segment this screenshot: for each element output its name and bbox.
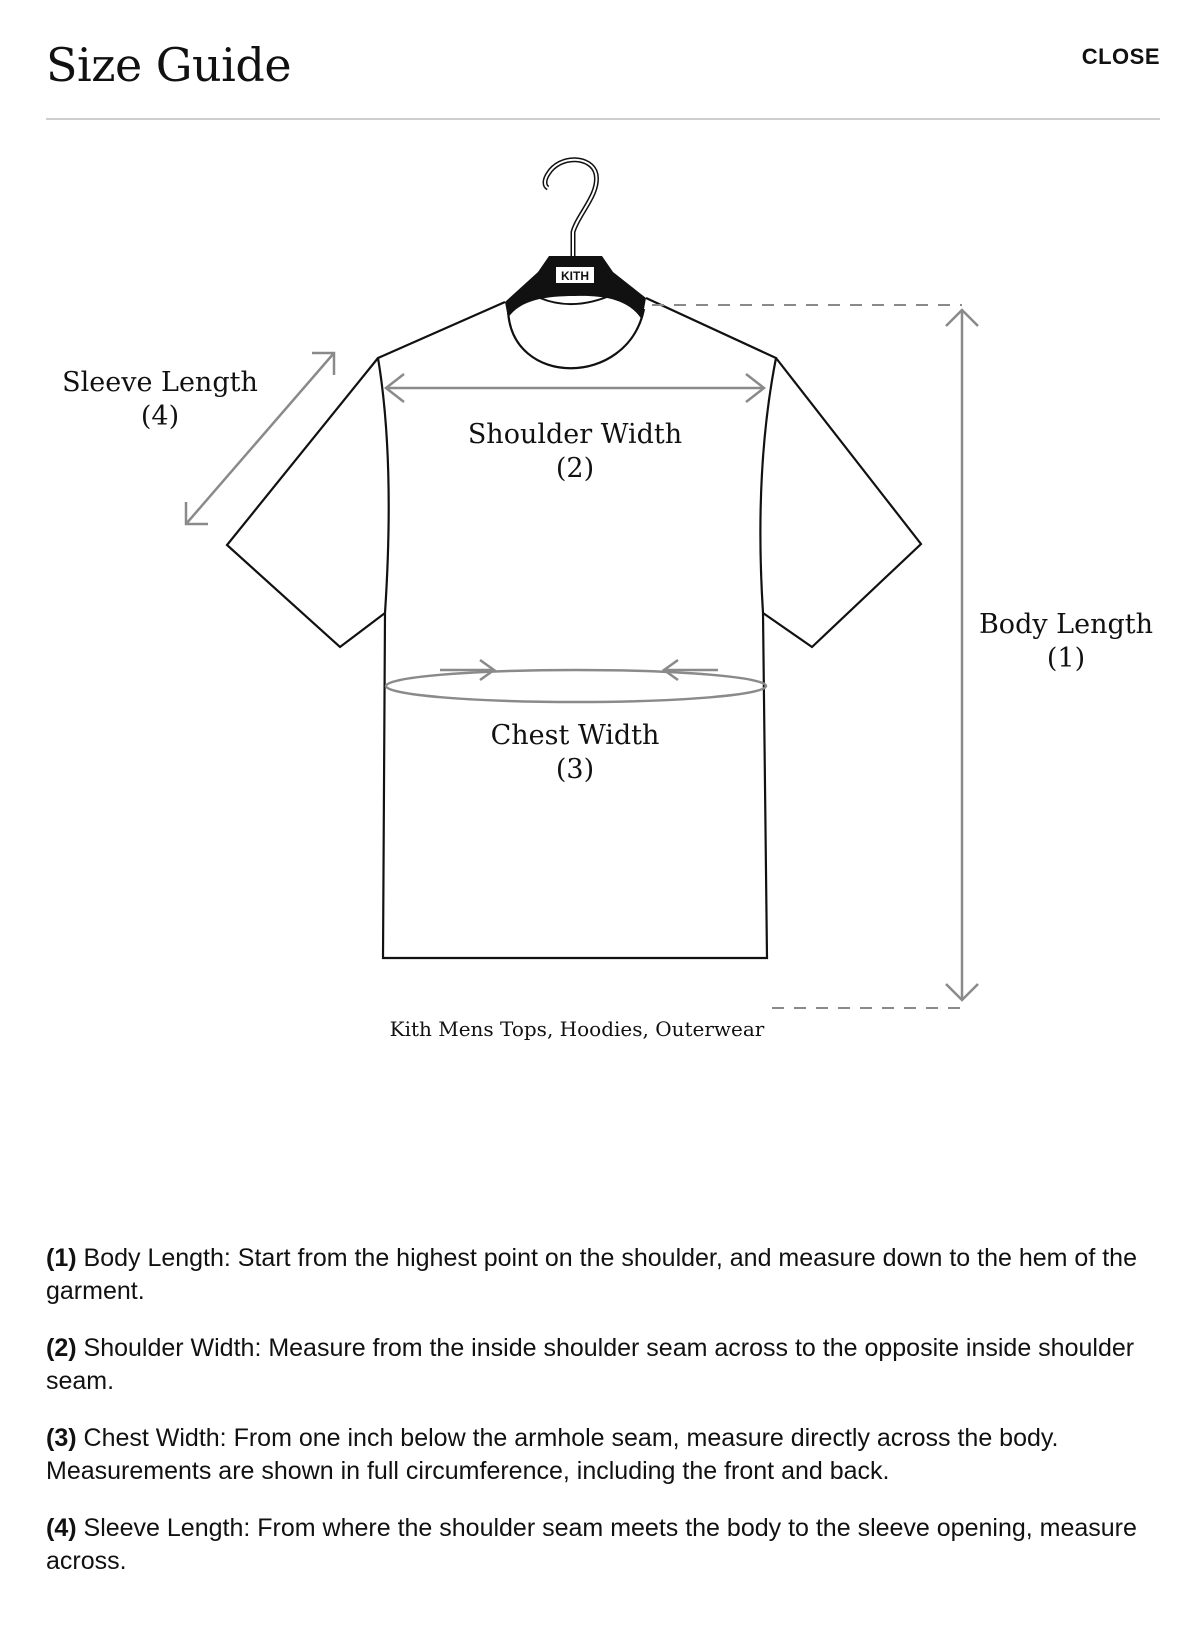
- body-length-number: (1): [1047, 643, 1085, 674]
- shoulder-width-arrow: [383, 373, 767, 403]
- diagram-caption: Kith Mens Tops, Hoodies, Outerwear: [390, 1017, 765, 1041]
- hanger-hook-icon: [542, 157, 599, 256]
- measurement-number: (2): [46, 1334, 77, 1362]
- measurement-text: Body Length: Start from the highest poin…: [46, 1244, 1137, 1305]
- hanger-body-icon: [505, 256, 646, 320]
- modal-header: Size Guide CLOSE: [46, 0, 1160, 120]
- size-diagram: KITH Sleeve Length: [0, 150, 1198, 1140]
- measurement-number: (1): [46, 1244, 77, 1272]
- body-length-label: Body Length: [979, 609, 1153, 640]
- sleeve-length-label: Sleeve Length: [62, 367, 258, 398]
- measurement-item: (2) Shoulder Width: Measure from the ins…: [46, 1332, 1162, 1398]
- measurement-text: Shoulder Width: Measure from the inside …: [46, 1334, 1135, 1395]
- sleeve-length-number: (4): [141, 401, 179, 432]
- chest-width-number: (3): [556, 754, 594, 785]
- measurement-item: (1) Body Length: Start from the highest …: [46, 1242, 1162, 1308]
- measurement-item: (3) Chest Width: From one inch below the…: [46, 1422, 1162, 1488]
- chest-width-arrow: [384, 658, 768, 704]
- collar: [506, 308, 646, 370]
- hanger-brand-label: KITH: [561, 269, 589, 283]
- shoulder-width-number: (2): [556, 453, 594, 484]
- tshirt-outline: [225, 297, 923, 960]
- measurement-number: (3): [46, 1424, 77, 1452]
- measurement-text: Chest Width: From one inch below the arm…: [46, 1424, 1059, 1485]
- tshirt-diagram: KITH Sleeve Length: [62, 157, 1153, 1041]
- measurement-number: (4): [46, 1514, 77, 1542]
- chest-width-label: Chest Width: [491, 720, 660, 751]
- measurement-item: (4) Sleeve Length: From where the should…: [46, 1512, 1162, 1578]
- shoulder-width-label: Shoulder Width: [468, 419, 682, 450]
- measurement-text: Sleeve Length: From where the shoulder s…: [46, 1514, 1137, 1575]
- sleeve-length-arrow: [184, 351, 336, 526]
- body-length-arrow: [945, 308, 979, 1002]
- measurement-descriptions: (1) Body Length: Start from the highest …: [46, 1242, 1162, 1602]
- page-title: Size Guide: [46, 38, 292, 92]
- close-button[interactable]: CLOSE: [1081, 44, 1160, 69]
